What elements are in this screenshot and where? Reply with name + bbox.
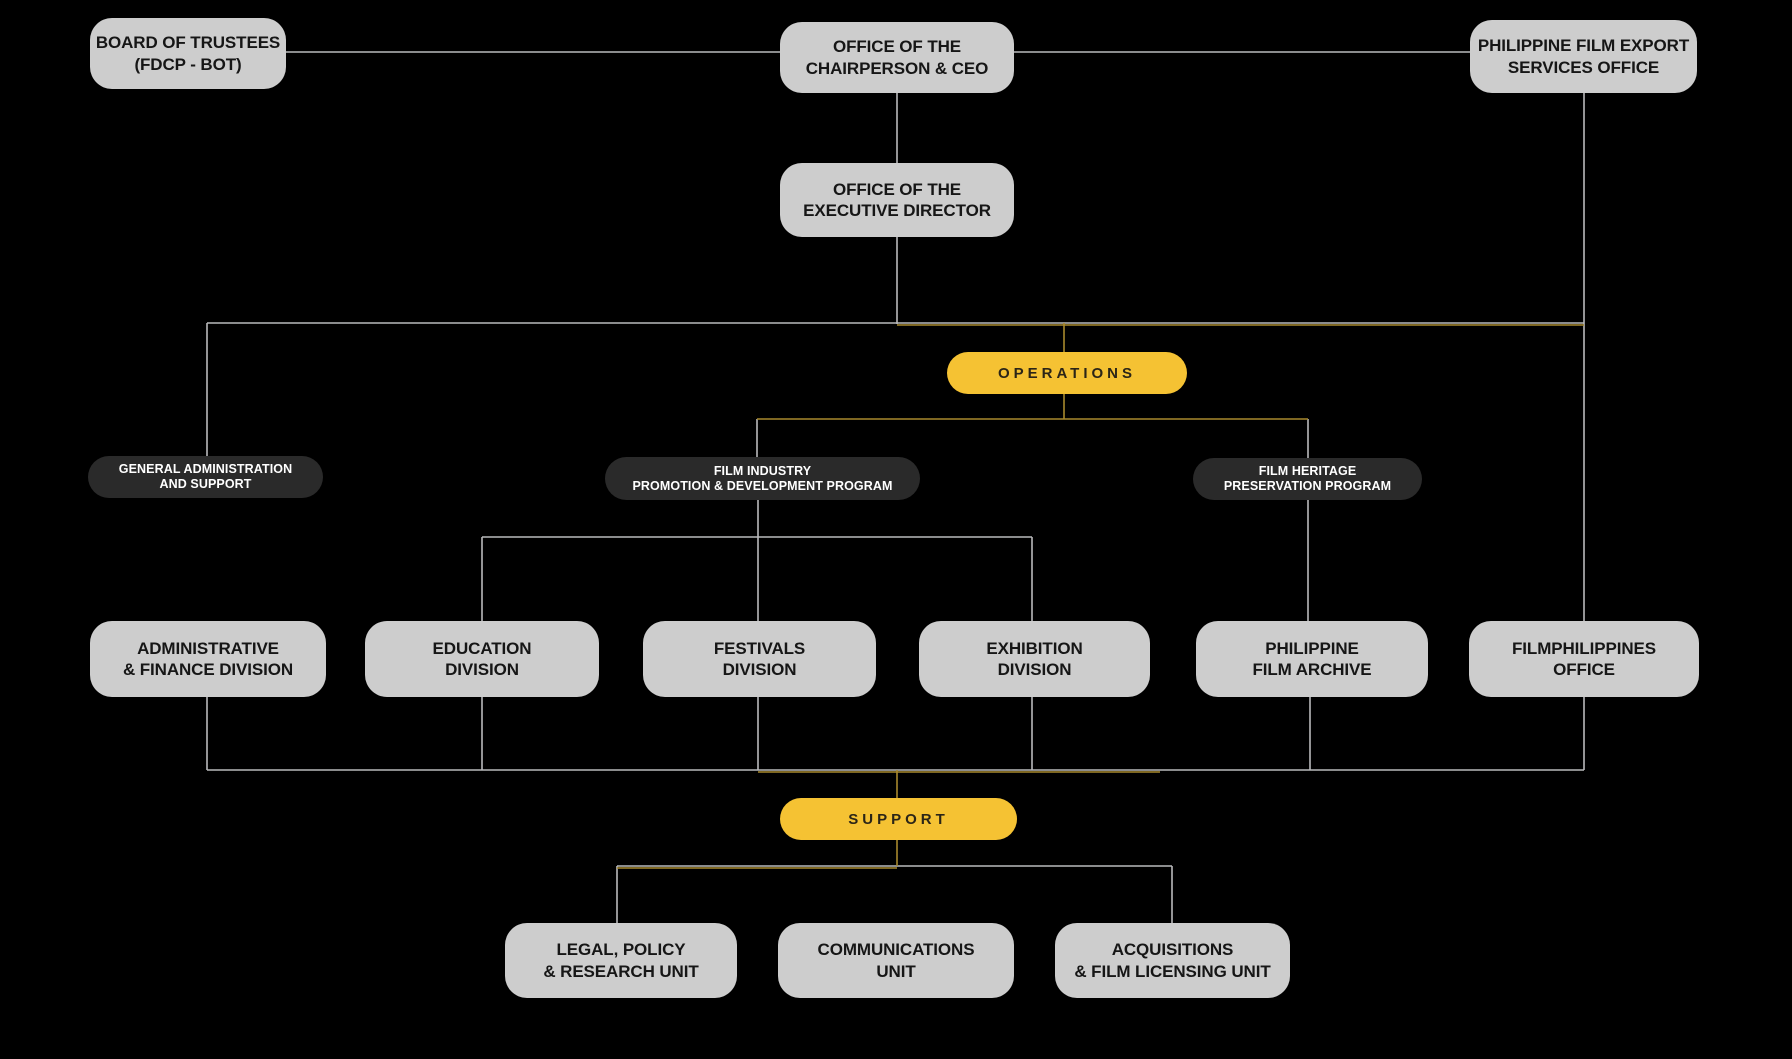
node-office-of-chairperson-ceo: OFFICE OF THE CHAIRPERSON & CEO xyxy=(780,22,1014,93)
node-label: SERVICES OFFICE xyxy=(1507,57,1660,77)
node-label: CHAIRPERSON & CEO xyxy=(805,58,989,78)
node-label: OFFICE xyxy=(1553,660,1615,679)
node-label: FESTIVALS xyxy=(713,638,806,658)
node-label: OFFICE OF THE xyxy=(832,37,962,57)
node-label: FILM INDUSTRY xyxy=(713,463,812,478)
node-label: COMMUNICATIONS xyxy=(817,940,975,960)
node-label: SUPPORT xyxy=(848,810,949,828)
node-label: OPERATIONS xyxy=(997,364,1137,382)
node-exhibition-division: EXHIBITION DIVISION xyxy=(919,621,1150,697)
node-acquisitions-film-licensing-unit: ACQUISITIONS & FILM LICENSING UNIT xyxy=(1055,923,1290,998)
node-label: UNIT xyxy=(876,961,916,981)
node-education-division: EDUCATION DIVISION xyxy=(365,621,599,697)
node-label: EXHIBITION xyxy=(986,638,1083,658)
node-label: LEGAL, POLICY xyxy=(556,940,686,960)
node-label: GENERAL ADMINISTRATION xyxy=(118,462,293,476)
node-label: AND SUPPORT xyxy=(159,477,252,491)
node-philippine-film-export-services-office: PHILIPPINE FILM EXPORT SERVICES OFFICE xyxy=(1470,20,1697,93)
node-general-administration-and-support: GENERAL ADMINISTRATION AND SUPPORT xyxy=(88,456,323,498)
node-label: DIVISION xyxy=(997,660,1072,679)
node-festivals-division: FESTIVALS DIVISION xyxy=(643,621,876,697)
node-label: FILM HERITAGE xyxy=(1258,464,1357,478)
node-legal-policy-research-unit: LEGAL, POLICY & RESEARCH UNIT xyxy=(505,923,737,998)
node-label: PHILIPPINE xyxy=(1265,638,1359,658)
node-philippine-film-archive: PHILIPPINE FILM ARCHIVE xyxy=(1196,621,1428,697)
node-label: DIVISION xyxy=(445,660,519,679)
node-label: BOARD OF TRUSTEES xyxy=(95,33,281,53)
node-label: EXECUTIVE DIRECTOR xyxy=(803,201,991,220)
node-label: OFFICE OF THE xyxy=(832,179,962,199)
node-film-heritage-preservation-program: FILM HERITAGE PRESERVATION PROGRAM xyxy=(1193,458,1422,500)
node-label: & FILM LICENSING UNIT xyxy=(1074,961,1271,981)
badge-operations: OPERATIONS xyxy=(947,352,1187,394)
node-label: ACQUISITIONS xyxy=(1111,940,1234,960)
node-office-of-executive-director: OFFICE OF THE EXECUTIVE DIRECTOR xyxy=(780,163,1014,237)
node-label: FILMPHILIPPINES xyxy=(1512,638,1656,658)
node-film-industry-promotion-development-program: FILM INDUSTRY PROMOTION & DEVELOPMENT PR… xyxy=(605,457,920,500)
node-board-of-trustees: BOARD OF TRUSTEES (FDCP - BOT) xyxy=(90,18,286,89)
node-label: ADMINISTRATIVE xyxy=(137,638,279,658)
node-communications-unit: COMMUNICATIONS UNIT xyxy=(778,923,1014,998)
node-administrative-finance-division: ADMINISTRATIVE & FINANCE DIVISION xyxy=(90,621,326,697)
node-label: (FDCP - BOT) xyxy=(134,54,242,74)
badge-support: SUPPORT xyxy=(780,798,1017,840)
node-label: FILM ARCHIVE xyxy=(1252,660,1372,679)
node-label: PHILIPPINE FILM EXPORT xyxy=(1477,36,1690,56)
node-label: DIVISION xyxy=(722,660,797,679)
node-label: PROMOTION & DEVELOPMENT PROGRAM xyxy=(632,478,893,493)
node-label: PRESERVATION PROGRAM xyxy=(1223,479,1392,493)
node-filmphilippines-office: FILMPHILIPPINES OFFICE xyxy=(1469,621,1699,697)
node-label: & FINANCE DIVISION xyxy=(122,660,294,679)
node-label: & RESEARCH UNIT xyxy=(543,961,699,981)
node-label: EDUCATION xyxy=(432,638,532,658)
